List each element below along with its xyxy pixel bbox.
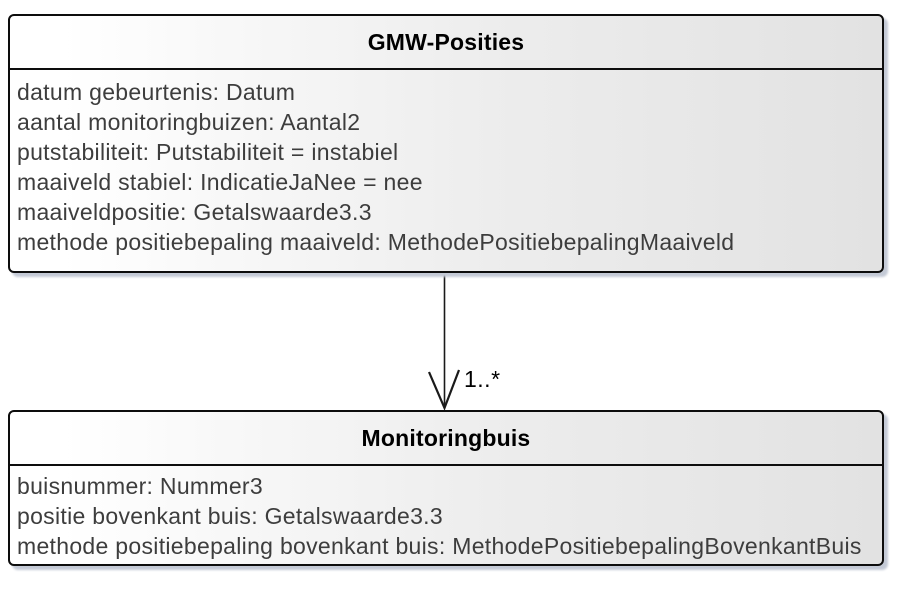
attribute-line: maaiveldpositie: Getalswaarde3.3 (17, 199, 372, 225)
attribute-line: putstabiliteit: Putstabiliteit = instabi… (17, 139, 399, 165)
attribute-line: aantal monitoringbuizen: Aantal2 (17, 109, 361, 135)
multiplicity-label: 1..* (464, 366, 501, 392)
arrowhead-open-icon (427, 369, 461, 411)
attribute-line: methode positiebepaling maaiveld: Method… (17, 229, 735, 255)
attribute-line: datum gebeurtenis: Datum (17, 79, 296, 105)
class-box-gmw-posities[interactable]: GMW-Posities datum gebeurtenis: Datum aa… (8, 14, 884, 273)
class-title: Monitoringbuis (10, 412, 882, 466)
attribute-line: buisnummer: Nummer3 (17, 473, 263, 499)
class-box-monitoringbuis[interactable]: Monitoringbuis buisnummer: Nummer3 posit… (8, 410, 884, 566)
class-title: GMW-Posities (10, 16, 882, 70)
attributes-compartment: datum gebeurtenis: Datum aantal monitori… (10, 70, 882, 257)
attributes-compartment: buisnummer: Nummer3 positie bovenkant bu… (10, 466, 882, 561)
attribute-line: maaiveld stabiel: IndicatieJaNee = nee (17, 169, 423, 195)
attribute-line: positie bovenkant buis: Getalswaarde3.3 (17, 503, 443, 529)
attribute-line: methode positiebepaling bovenkant buis: … (17, 533, 862, 559)
